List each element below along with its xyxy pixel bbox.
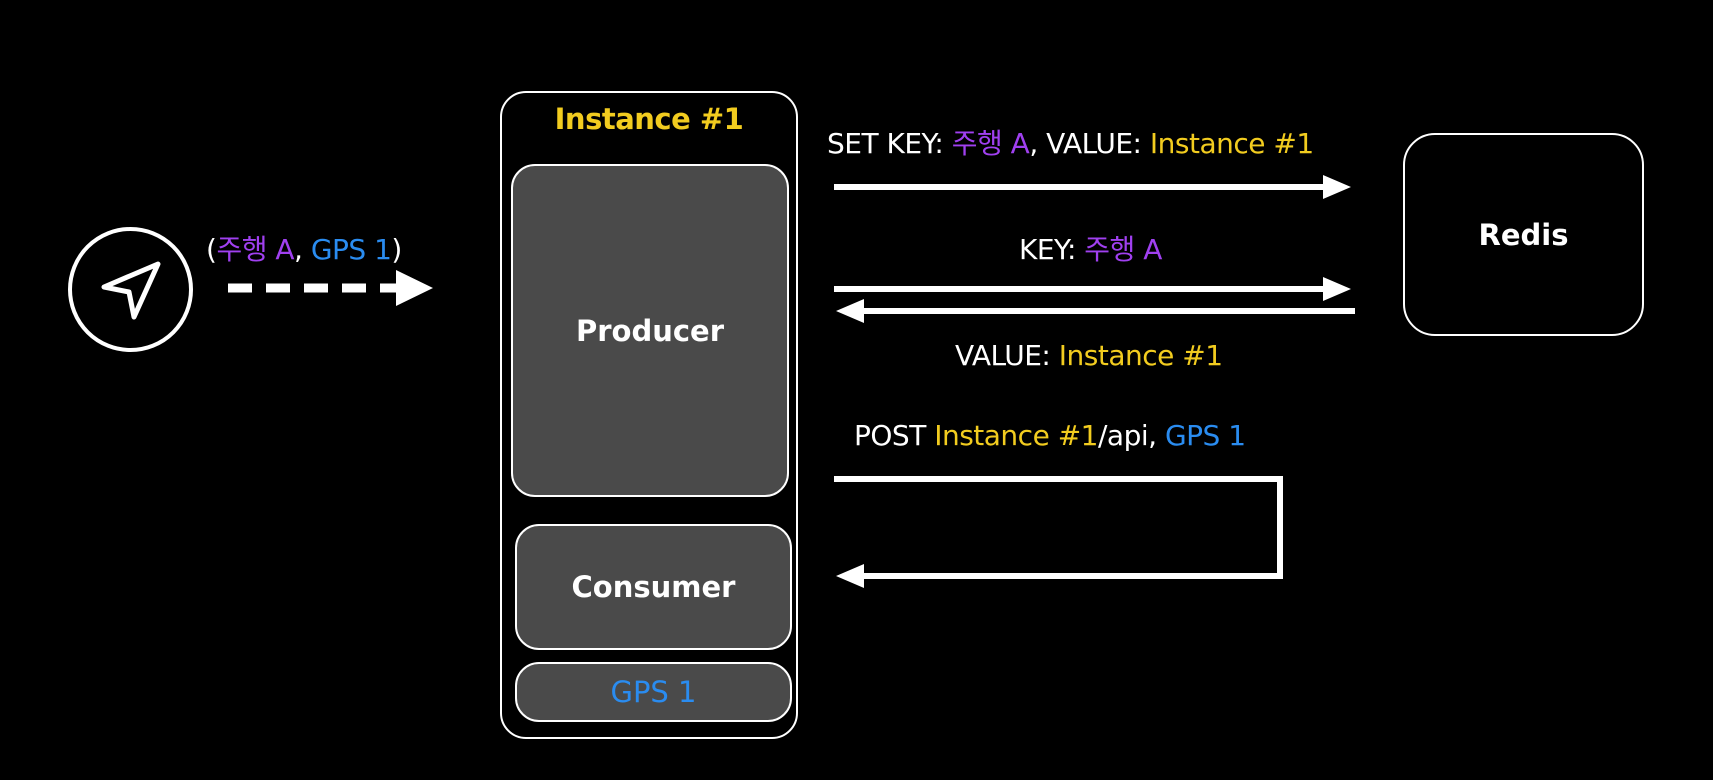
instance-container <box>500 91 798 739</box>
device-message-trip: 주행 A <box>216 233 295 266</box>
redis-label: Redis <box>1478 217 1569 252</box>
device-to-instance-arrow <box>228 270 433 306</box>
redis-box: Redis <box>1403 133 1644 336</box>
gps-box-label: GPS 1 <box>610 675 697 709</box>
device-message-sep: , <box>294 233 311 266</box>
navigation-arrow-icon <box>101 261 160 319</box>
set-flow-label: SET KEY: 주행 A, VALUE: Instance #1 <box>827 126 1314 162</box>
post-flow-target: Instance #1 <box>934 419 1098 452</box>
post-flow-prefix: POST <box>854 419 935 452</box>
gps-box: GPS 1 <box>515 662 792 722</box>
consumer-label: Consumer <box>571 570 736 604</box>
get-request-key: 주행 A <box>1084 233 1162 266</box>
get-request-label: KEY: 주행 A <box>1019 232 1162 268</box>
get-response-arrow <box>836 299 1355 323</box>
get-request-prefix: KEY: <box>1019 233 1085 266</box>
producer-label: Producer <box>575 313 725 348</box>
device-message-close: ) <box>391 233 402 266</box>
device-message-open: ( <box>206 233 217 266</box>
device-message-label: (주행 A, GPS 1) <box>206 232 402 268</box>
set-arrow <box>834 175 1351 199</box>
set-flow-value: Instance #1 <box>1149 127 1314 160</box>
set-flow-mid: , VALUE: <box>1029 127 1150 160</box>
client-device <box>68 227 193 352</box>
device-message-gps: GPS 1 <box>310 233 392 266</box>
get-response-value: Instance #1 <box>1058 339 1223 372</box>
instance-title: Instance #1 <box>554 102 744 136</box>
post-flow-path: /api, <box>1097 419 1165 452</box>
consumer-box: Consumer <box>515 524 792 650</box>
set-flow-prefix: SET KEY: <box>827 127 952 160</box>
post-flow-label: POST Instance #1/api, GPS 1 <box>854 418 1246 454</box>
post-flow-gps: GPS 1 <box>1164 419 1246 452</box>
get-request-arrow <box>834 277 1351 301</box>
producer-box: Producer <box>511 164 789 497</box>
get-response-label: VALUE: Instance #1 <box>955 338 1223 374</box>
post-loopback-arrow <box>834 476 1283 588</box>
get-response-prefix: VALUE: <box>955 339 1059 372</box>
set-flow-key: 주행 A <box>951 127 1030 160</box>
